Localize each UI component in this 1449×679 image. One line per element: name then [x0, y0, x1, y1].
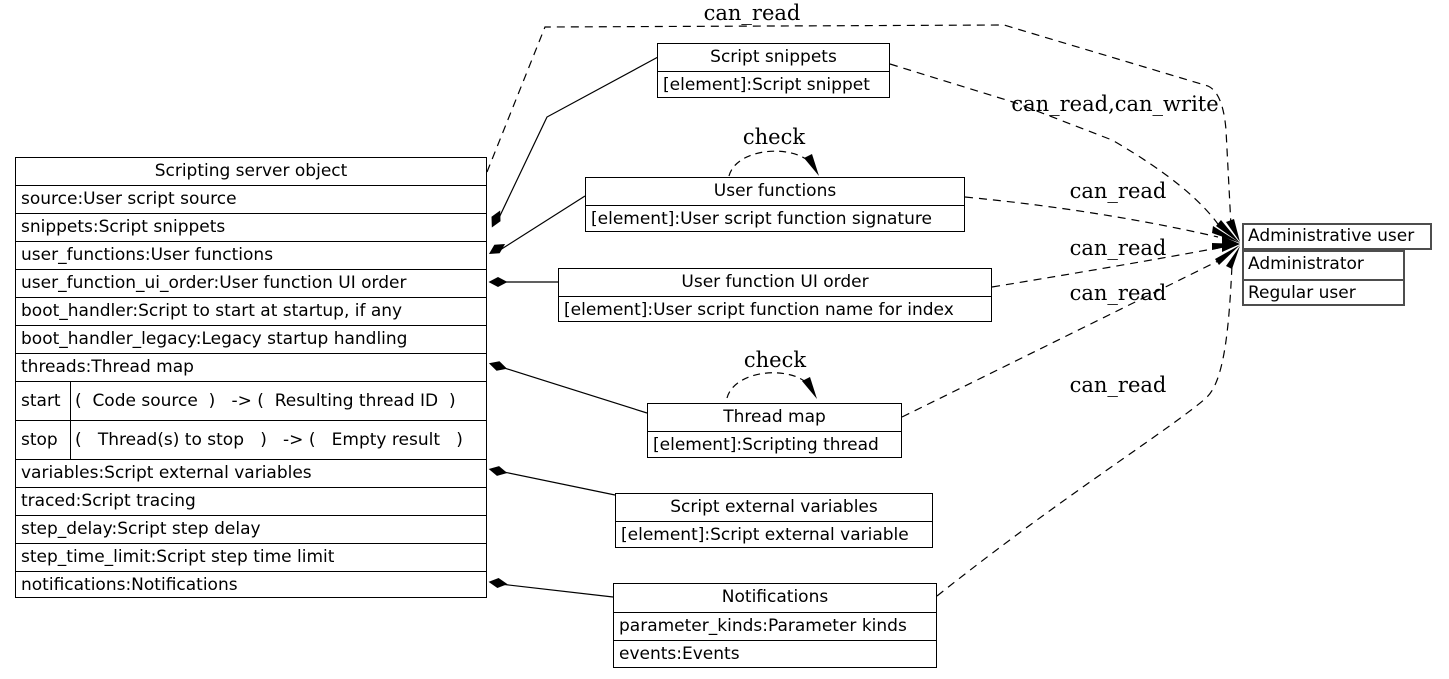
attr-row-traced: traced:Script tracing	[16, 487, 486, 515]
node-title: Thread map	[723, 407, 826, 427]
edge-thread-map-to-admin	[901, 258, 1223, 418]
arrowhead-check-thread-map	[802, 377, 817, 399]
attr-row-user-function-ui-order: user_function_ui_order:User function UI …	[16, 269, 486, 297]
node-script-external-variables: Script external variables [element]:Scri…	[615, 493, 933, 548]
node-title: Scripting server object	[154, 161, 348, 181]
arrowhead-starburst-admin	[1212, 219, 1240, 269]
edge-label-can-read-user-functions: can_read	[1069, 179, 1167, 203]
edge-notifications-to-admin	[936, 264, 1233, 597]
attr-row-step-time-limit: step_time_limit:Script step time limit	[16, 543, 486, 571]
edge-label-can-read-thread-map: can_read	[1069, 281, 1167, 305]
edge-thread-map-self-loop	[726, 372, 814, 399]
method-row-start: start ( Code source ) -> ( Resulting thr…	[16, 381, 486, 420]
edge-label-can-read-top: can_read	[703, 1, 801, 25]
attr-row-element: [element]:Script snippet	[658, 71, 889, 99]
diamond-notifications	[488, 578, 508, 588]
edge-server-thread-map	[497, 365, 648, 414]
attr-row-boot-handler: boot_handler:Script to start at startup,…	[16, 297, 486, 325]
attr-row-element: [element]:Script external variable	[616, 521, 932, 549]
node-user-functions: User functions [element]:User script fun…	[585, 177, 965, 232]
attr-row-variables: variables:Script external variables	[16, 459, 486, 487]
attr-row-threads: threads:Thread map	[16, 353, 486, 381]
diamond-ui-order	[488, 277, 508, 287]
node-administrative-user-roles: Administrator Regular user	[1242, 250, 1405, 306]
edge-label-can-read-notifications: can_read	[1069, 373, 1167, 397]
attr-row-element: [element]:Scripting thread	[648, 431, 901, 459]
role-row-regular-user: Regular user	[1244, 279, 1403, 306]
attr-row-element: [element]:User script function name for …	[559, 296, 991, 322]
node-scripting-server-object: Scripting server object source:User scri…	[15, 157, 487, 598]
edge-label-check-thread-map: check	[743, 348, 807, 372]
node-title: Script external variables	[670, 497, 878, 517]
edge-label-can-read-can-write: can_read,can_write	[1011, 92, 1219, 116]
node-user-function-ui-order: User function UI order [element]:User sc…	[558, 268, 992, 322]
method-signature: ( Code source ) -> ( Resulting thread ID…	[75, 391, 456, 411]
diamond-thread-map	[488, 361, 508, 371]
attr-row-events: events:Events	[614, 640, 936, 668]
attr-row-boot-handler-legacy: boot_handler_legacy:Legacy startup handl…	[16, 325, 486, 353]
node-thread-map: Thread map [element]:Scripting thread	[647, 403, 902, 458]
diamond-snippets	[491, 210, 501, 228]
edge-server-user-functions	[499, 195, 586, 251]
node-title: User function UI order	[681, 272, 869, 292]
edge-user-functions-to-admin	[964, 196, 1219, 238]
node-title: Script snippets	[710, 47, 837, 67]
attr-row-user-functions: user_functions:User functions	[16, 241, 486, 269]
edge-server-variables	[498, 470, 616, 496]
node-administrative-user-title: Administrative user	[1242, 223, 1432, 250]
role-row-administrator: Administrator	[1248, 254, 1364, 274]
node-script-snippets: Script snippets [element]:Script snippet	[657, 43, 890, 98]
edge-label-check-user-functions: check	[742, 125, 806, 149]
diamond-variables	[488, 466, 508, 476]
node-title: Notifications	[721, 587, 829, 607]
attr-row-step-delay: step_delay:Script step delay	[16, 515, 486, 543]
attr-row-source: source:User script source	[16, 185, 486, 213]
method-name: start	[16, 382, 71, 420]
attr-row-snippets: snippets:Script snippets	[16, 213, 486, 241]
node-title: User functions	[713, 181, 837, 201]
arrowhead-check-user-functions	[804, 154, 819, 176]
method-name: stop	[16, 421, 71, 459]
attr-row-parameter-kinds: parameter_kinds:Parameter kinds	[614, 612, 936, 640]
edge-label-can-read-ui-order: can_read	[1069, 236, 1167, 260]
diamond-user-functions	[488, 243, 506, 255]
edge-server-notifications	[499, 583, 614, 598]
attr-row-element: [element]:User script function signature	[586, 205, 964, 233]
edge-ui-order-to-admin	[991, 247, 1219, 288]
edge-server-to-admin	[486, 24, 1232, 227]
method-row-stop: stop ( Thread(s) to stop ) -> ( Empty re…	[16, 420, 486, 459]
edge-user-functions-self-loop	[728, 150, 816, 177]
node-notifications: Notifications parameter_kinds:Parameter …	[613, 583, 937, 668]
edge-server-snippets	[496, 56, 659, 223]
method-signature: ( Thread(s) to stop ) -> ( Empty result …	[75, 430, 463, 450]
attr-row-notifications: notifications:Notifications	[16, 571, 486, 599]
